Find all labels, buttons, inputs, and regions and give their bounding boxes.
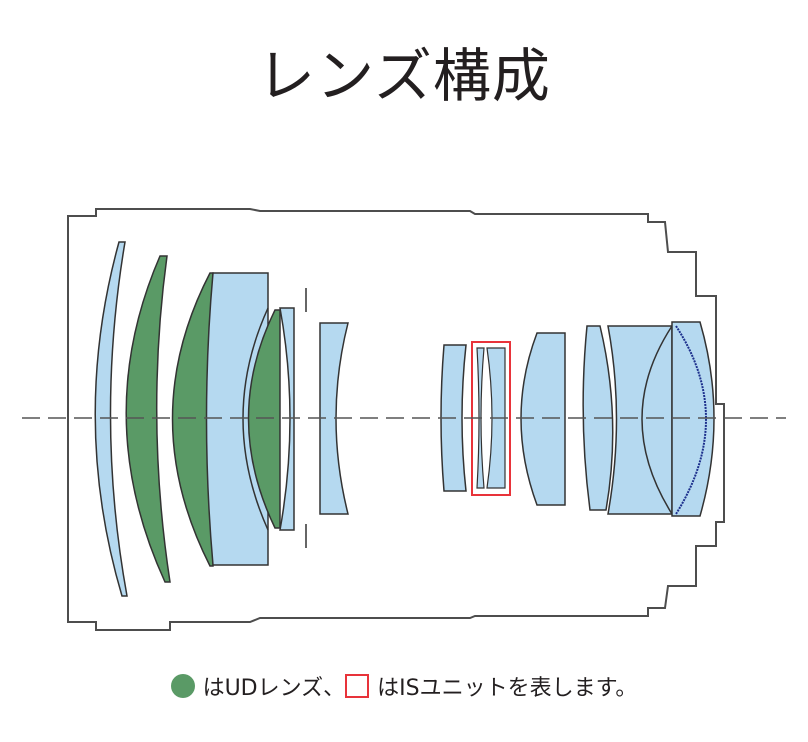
lens-element-6 <box>279 307 295 531</box>
ud-lens-legend-dot <box>170 674 195 698</box>
lens-construction-diagram <box>22 208 786 631</box>
page-title: レンズ構成 <box>257 42 551 110</box>
lens-element-12 <box>607 325 673 515</box>
lens-element-1 <box>94 241 128 597</box>
lens-element-2-ud <box>125 255 171 583</box>
lens-barrel-outline <box>67 208 725 631</box>
special-surface-curve <box>675 325 707 515</box>
lens-element-12-concave <box>641 325 673 515</box>
is-unit-legend-text: はISユニットを表します。 <box>377 676 638 701</box>
lens-element-4 <box>205 272 269 566</box>
lens-element-10 <box>520 332 566 506</box>
lens-element-3-ud <box>171 272 214 567</box>
legend: はUDレンズ、 はISユニットを表します。 <box>0 670 808 702</box>
is-unit-legend-box <box>345 674 370 698</box>
lens-element-13 <box>671 321 715 517</box>
lens-element-5-ud <box>247 309 281 529</box>
ud-lens-legend-text: はUDレンズ、 <box>202 676 346 701</box>
